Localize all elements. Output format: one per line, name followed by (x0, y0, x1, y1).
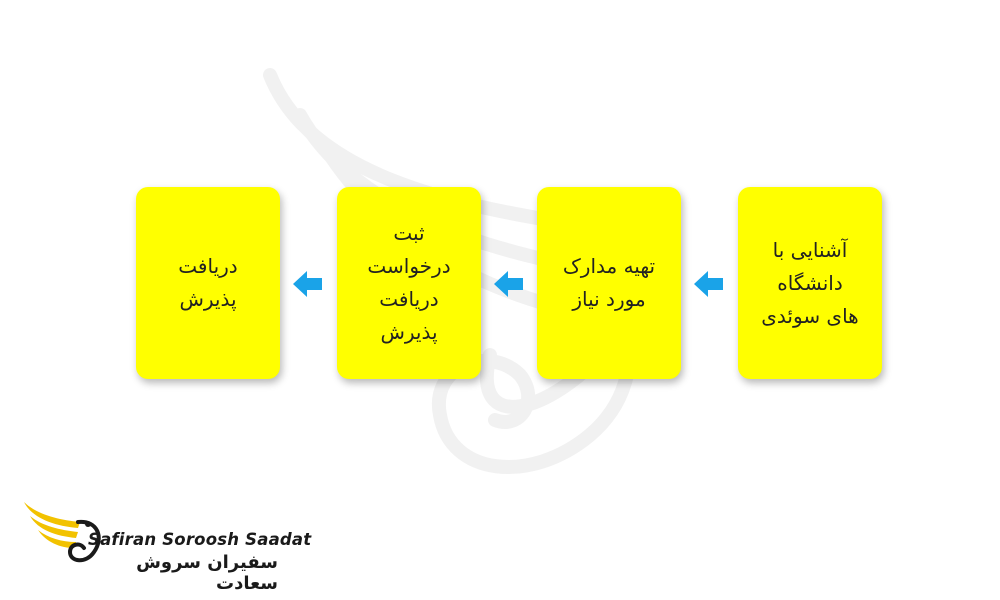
company-logo (24, 502, 101, 563)
logo-latin-name: Safiran Soroosh Saadat (88, 530, 312, 549)
step-1-label: آشنایی با دانشگاه های سوئدی (761, 237, 859, 328)
step-box-4: دریافت پذیرش (136, 187, 280, 379)
left-arrow-icon (494, 271, 523, 297)
step-box-2: تهیه مدارک مورد نیاز (537, 187, 681, 379)
left-arrow-icon (694, 271, 723, 297)
step-box-1: آشنایی با دانشگاه های سوئدی (738, 187, 882, 379)
step-4-label: دریافت پذیرش (178, 254, 238, 311)
left-arrow-icon (293, 271, 322, 297)
step-2-label: تهیه مدارک مورد نیاز (562, 254, 656, 311)
step-box-3: ثبت درخواست دریافت پذیرش (337, 187, 481, 379)
logo-persian-name: سفیران سروش سعادت (136, 552, 278, 594)
step-3-label: ثبت درخواست دریافت پذیرش (367, 221, 451, 344)
